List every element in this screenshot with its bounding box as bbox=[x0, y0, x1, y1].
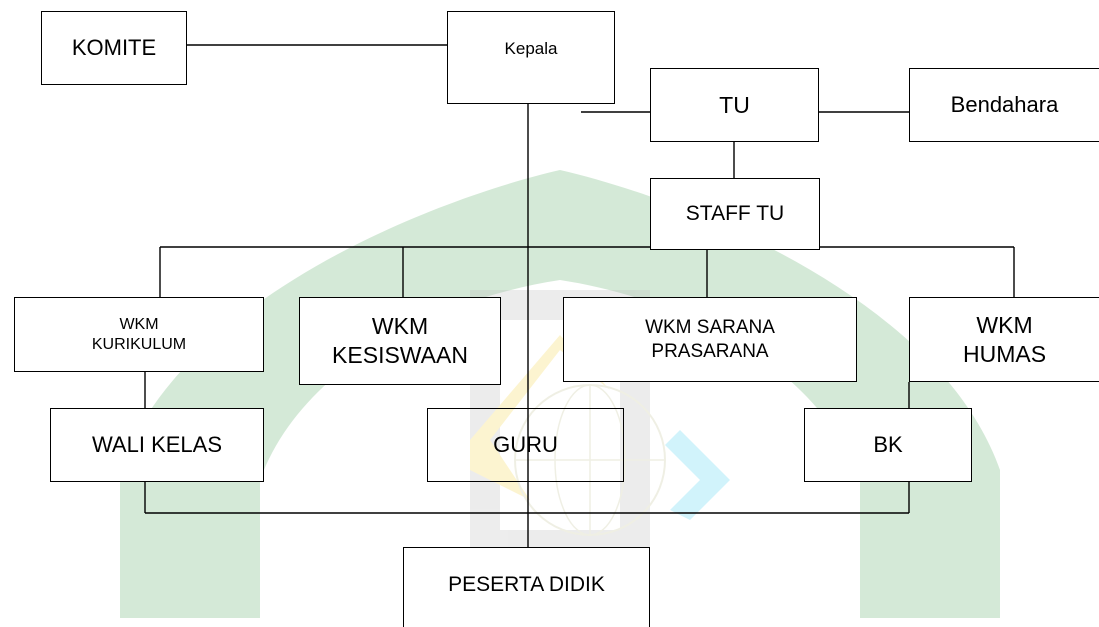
box-staff-tu: STAFF TU bbox=[650, 178, 820, 250]
label-bendahara: Bendahara bbox=[950, 92, 1059, 118]
label-guru: GURU bbox=[493, 432, 558, 458]
box-wali-kelas: WALI KELAS bbox=[50, 408, 264, 482]
watermark-globe bbox=[514, 384, 666, 536]
watermark-yellow-shape bbox=[470, 335, 610, 500]
box-komite: KOMITE bbox=[41, 11, 187, 85]
label-bk: BK bbox=[873, 432, 903, 458]
box-wkm-kurikulum: WKM KURIKULUM bbox=[14, 297, 264, 372]
label-peserta-didik: PESERTA DIDIK bbox=[448, 573, 605, 596]
label-komite: KOMITE bbox=[71, 35, 157, 61]
box-wkm-sarana: WKM SARANA PRASARANA bbox=[563, 297, 857, 382]
box-tu: TU bbox=[650, 68, 819, 142]
label-kepala: Kepala bbox=[504, 39, 558, 58]
watermark-green-arch bbox=[120, 170, 1000, 618]
box-bendahara: Bendahara bbox=[909, 68, 1099, 142]
label-wkm-kesiswaan: WKM KESISWAAN bbox=[332, 313, 468, 368]
label-wali-kelas: WALI KELAS bbox=[91, 432, 222, 458]
box-peserta-didik: PESERTA DIDIK bbox=[403, 547, 650, 627]
box-kepala: Kepala bbox=[447, 11, 615, 104]
label-wkm-sarana: WKM SARANA PRASARANA bbox=[645, 316, 775, 362]
box-bk: BK bbox=[804, 408, 972, 482]
label-tu: TU bbox=[719, 91, 750, 118]
box-wkm-humas: WKM HUMAS bbox=[909, 297, 1099, 382]
label-staff-tu: STAFF TU bbox=[685, 201, 785, 225]
watermark-cyan-shape bbox=[665, 430, 730, 520]
label-wkm-kurikulum: WKM KURIKULUM bbox=[91, 315, 187, 353]
box-wkm-kesiswaan: WKM KESISWAAN bbox=[299, 297, 501, 385]
label-wkm-humas: WKM HUMAS bbox=[962, 311, 1047, 367]
box-guru: GURU bbox=[427, 408, 624, 482]
